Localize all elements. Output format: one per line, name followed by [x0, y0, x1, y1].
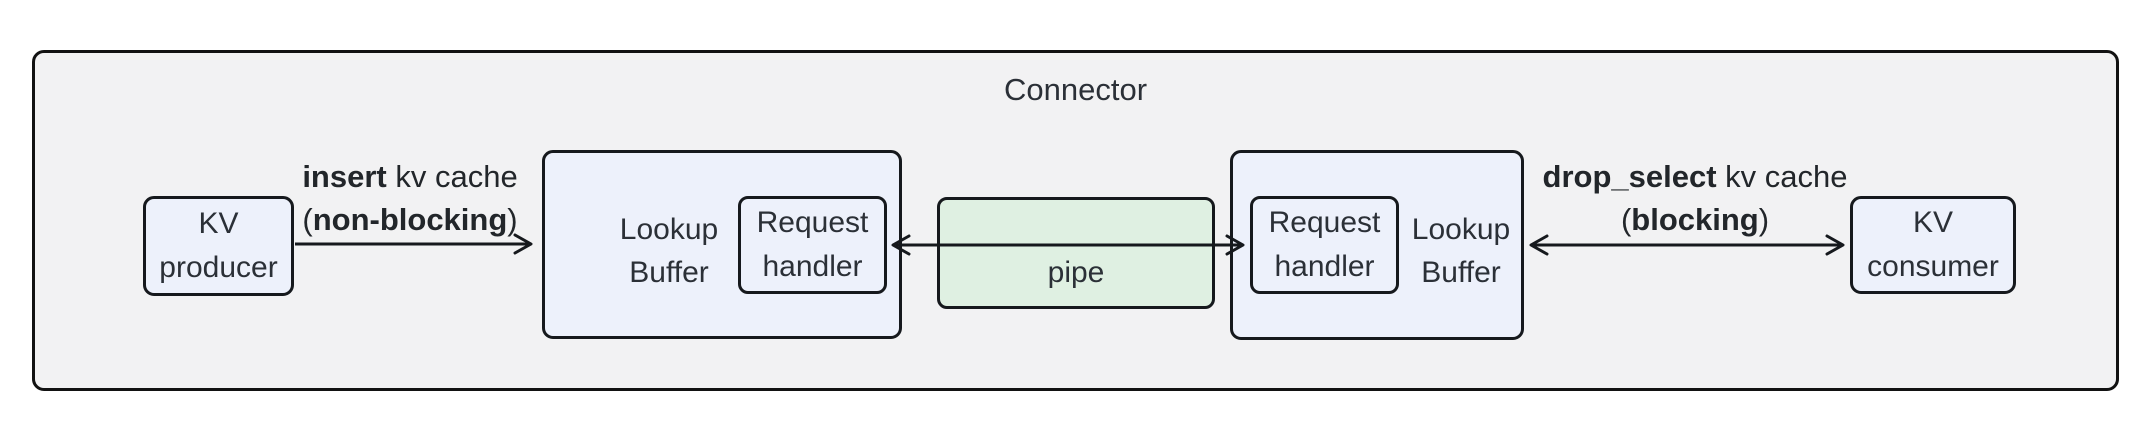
lookup-buffer-right-label: Lookup Buffer — [1371, 208, 1551, 294]
insert-edge-label: insert kv cache (non-blocking) — [230, 155, 590, 241]
edge-label-line: insert kv cache — [302, 159, 518, 194]
node-label-line: Buffer — [1421, 256, 1501, 289]
edge-label-line: drop_select kv cache — [1542, 159, 1848, 194]
node-label-line: Lookup — [1411, 213, 1511, 246]
lookup-buffer-right-node: Request handler Lookup Buffer — [1230, 150, 1524, 340]
request-handler-left-node: Request handler — [738, 196, 887, 294]
lookup-buffer-left-node: Lookup Buffer Request handler — [542, 150, 902, 339]
lookup-buffer-left-label: Lookup Buffer — [579, 208, 759, 294]
node-label-line: consumer — [1867, 250, 1999, 283]
pipe-node: pipe — [937, 197, 1215, 309]
node-label-line: KV — [1912, 206, 1954, 239]
node-label-line: handler — [762, 250, 863, 283]
kv-producer-node: KV producer — [143, 196, 294, 296]
edge-label-line: (blocking) — [1620, 202, 1770, 237]
node-label-line: Buffer — [629, 256, 709, 289]
node-label-line: Request — [756, 206, 869, 239]
connector-title: Connector — [1003, 72, 1148, 107]
kv-consumer-node: KV consumer — [1850, 196, 2016, 294]
node-label-line: Request — [1268, 206, 1381, 239]
node-label-line: Lookup — [619, 213, 719, 246]
pipe-label: pipe — [1047, 256, 1105, 289]
request-handler-right-node: Request handler — [1250, 196, 1399, 294]
drop-select-edge-label: drop_select kv cache (blocking) — [1505, 155, 1885, 241]
node-label-line: handler — [1274, 250, 1375, 283]
node-label-line: producer — [159, 251, 278, 284]
edge-label-line: (non-blocking) — [302, 202, 518, 237]
node-label-line: KV — [198, 207, 239, 240]
